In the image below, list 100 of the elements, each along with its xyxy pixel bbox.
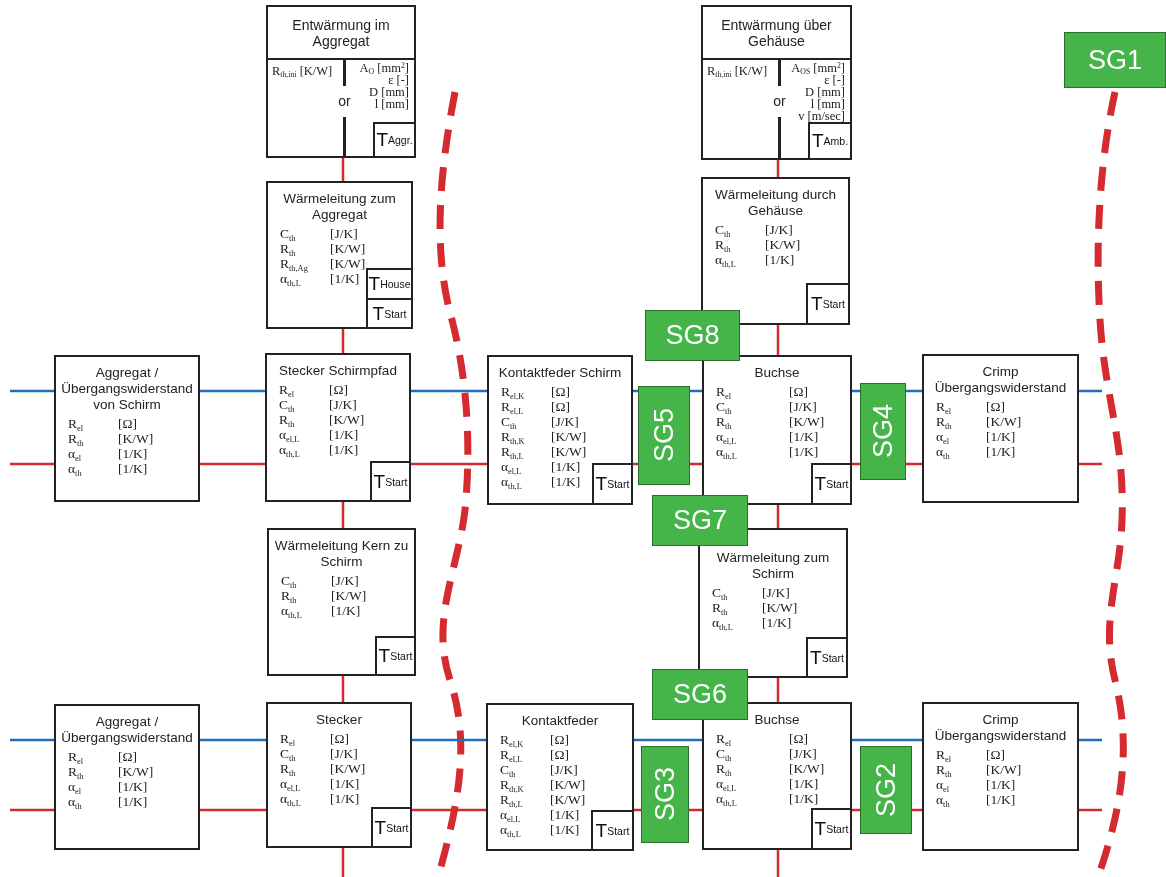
- connector-line: [776, 325, 780, 355]
- parameter-symbol: R$_{el,L}$: [500, 747, 523, 762]
- component-block: [486, 703, 634, 851]
- parameter-unit: [1/K]: [329, 427, 359, 442]
- block-title: Wärmeleitung Kern zu Schirm: [273, 537, 410, 570]
- parameter-symbol: α$_{th}$: [936, 444, 950, 459]
- parameter-symbol: α$_{el,L}$: [716, 776, 737, 791]
- parameter-symbol: C$_{th}$: [715, 222, 731, 237]
- parameter-symbol: R$_{el,L}$: [501, 399, 524, 414]
- connector-line: [200, 389, 265, 393]
- parameter-unit: [Ω]: [986, 399, 1006, 414]
- parameter-text: D [mm]: [805, 86, 845, 98]
- parameter-unit: [1/K]: [986, 444, 1016, 459]
- block-title: Kontaktfeder Schirm: [497, 364, 623, 381]
- parameter-unit: [1/K]: [118, 779, 148, 794]
- component-block: [702, 355, 852, 505]
- parameter-symbol: R$_{el,K}$: [500, 732, 524, 747]
- connector-line: [776, 505, 780, 528]
- parameter-unit: [K/W]: [986, 414, 1022, 429]
- parameter-text: R$_{th,ini}$ [K/W]: [707, 63, 768, 79]
- parameter-symbol: α$_{el,L}$: [501, 459, 522, 474]
- parameter-unit: [K/W]: [789, 414, 825, 429]
- parameter-unit: [Ω]: [551, 399, 571, 414]
- component-block: [267, 528, 416, 676]
- parameter-symbol: R$_{th}$: [936, 414, 952, 429]
- parameter-unit: [1/K]: [789, 776, 819, 791]
- parameter-symbol: R$_{el,K}$: [501, 384, 525, 399]
- connector-line: [634, 738, 702, 742]
- block-title: Wärmeleitung zum Schirm: [715, 549, 831, 582]
- component-block: [266, 702, 412, 848]
- component-block: [265, 353, 411, 502]
- group-label-tag: SG7: [652, 495, 748, 546]
- connector-line: [776, 850, 780, 877]
- parameter-unit: [K/W]: [330, 761, 366, 776]
- connector-line: [200, 808, 266, 812]
- parameter-symbol: C$_{th}$: [501, 414, 517, 429]
- parameter-symbol: α$_{el}$: [936, 777, 950, 792]
- parameter-symbol: C$_{th}$: [716, 746, 732, 761]
- connector-line: [341, 329, 345, 353]
- connector-line: [10, 462, 54, 466]
- parameter-unit: [1/K]: [330, 271, 360, 286]
- parameter-text: R$_{th,ini}$ [K/W]: [272, 63, 333, 79]
- parameter-symbol: C$_{th}$: [500, 762, 516, 777]
- component-block: [701, 177, 850, 325]
- parameter-symbol: α$_{th,L}$: [712, 615, 733, 630]
- parameter-unit: [1/K]: [551, 474, 581, 489]
- parameter-unit: [K/W]: [550, 777, 586, 792]
- parameter-symbol: α$_{el}$: [68, 779, 82, 794]
- group-label-tag: SG4: [860, 383, 906, 480]
- block-title: Aggregat / Übergangswiderstand von Schirm: [60, 364, 194, 413]
- parameter-symbol: R$_{el}$: [936, 747, 952, 762]
- block-title: Kontaktfeder: [520, 712, 600, 729]
- parameter-symbol: α$_{th,L}$: [281, 603, 302, 618]
- connector-line: [341, 848, 345, 877]
- parameter-symbol: R$_{th}$: [280, 761, 296, 776]
- block-title: Stecker: [315, 711, 363, 728]
- block-title: Aggregat / Übergangswiderstand: [60, 713, 194, 746]
- or-text: or: [337, 93, 352, 109]
- parameter-symbol: α$_{th,L}$: [715, 252, 736, 267]
- parameter-unit: [J/K]: [789, 746, 817, 761]
- connector-line: [412, 808, 486, 812]
- connector-line: [776, 678, 780, 702]
- connector-line: [1079, 808, 1102, 812]
- connector-line: [10, 808, 54, 812]
- parameter-text: A$_{OS}$ [mm$^{2}$]: [791, 62, 845, 74]
- parameter-unit: [1/K]: [789, 444, 819, 459]
- parameter-symbol: α$_{th}$: [936, 792, 950, 807]
- connector-line: [1079, 462, 1102, 466]
- parameter-unit: [J/K]: [765, 222, 793, 237]
- parameter-text: v [m/sec]: [798, 110, 845, 122]
- parameter-unit: [Ω]: [789, 731, 809, 746]
- parameter-symbol: R$_{el}$: [68, 749, 84, 764]
- block-title: Wärmeleitung durch Gehäuse: [714, 186, 837, 219]
- parameter-symbol: C$_{th}$: [280, 746, 296, 761]
- parameter-unit: [Ω]: [986, 747, 1006, 762]
- parameter-symbol: R$_{el}$: [716, 731, 732, 746]
- block-title: Crimp Übergangswiderstand: [933, 711, 1068, 744]
- parameter-text: l [mm]: [810, 98, 845, 110]
- parameter-symbol: R$_{th}$: [281, 588, 297, 603]
- component-block: [487, 355, 633, 505]
- parameter-symbol: C$_{th}$: [716, 399, 732, 414]
- parameter-symbol: α$_{th,L}$: [279, 442, 300, 457]
- connector-line: [1079, 389, 1102, 393]
- parameter-symbol: R$_{el}$: [716, 384, 732, 399]
- group-label-tag: SG2: [860, 746, 912, 834]
- connector-line: [200, 462, 265, 466]
- block-title: Buchse: [753, 711, 801, 728]
- parameter-symbol: R$_{el}$: [68, 416, 84, 431]
- parameter-text: ε [-]: [824, 74, 845, 86]
- parameter-unit: [J/K]: [331, 573, 359, 588]
- or-text: or: [772, 93, 787, 109]
- parameter-symbol: α$_{th,L}$: [501, 474, 522, 489]
- parameter-symbol: C$_{th}$: [712, 585, 728, 600]
- parameter-unit: [1/K]: [118, 446, 148, 461]
- parameter-symbol: R$_{th,L}$: [500, 792, 523, 807]
- parameter-unit: [K/W]: [329, 412, 365, 427]
- parameter-symbol: α$_{el,L}$: [280, 776, 301, 791]
- parameter-unit: [1/K]: [765, 252, 795, 267]
- connector-line: [200, 738, 266, 742]
- connector-line: [341, 502, 345, 528]
